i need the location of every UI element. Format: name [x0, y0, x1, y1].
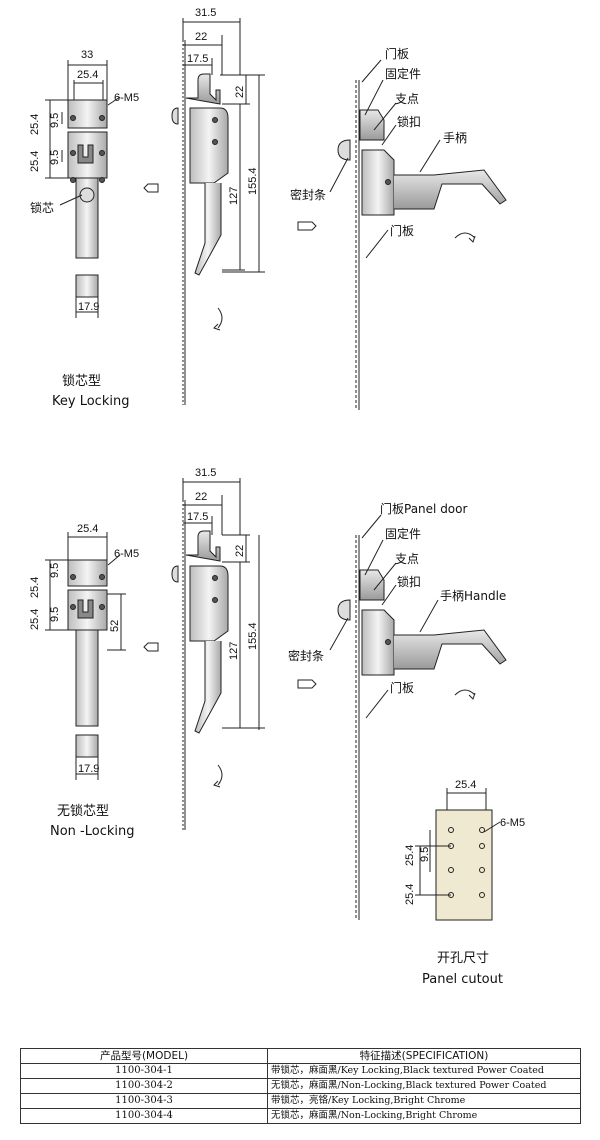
spec-cell: 带锁芯，亮铬/Key Locking,Bright Chrome [267, 1093, 581, 1109]
label-pivot-2: 支点 [395, 552, 419, 566]
table-row: 1100-304-2 无锁芯，麻面黑/Non-Locking,Black tex… [20, 1078, 581, 1094]
technical-drawing: 33 25.4 6-M5 25.4 25.4 9.5 9.5 锁芯 17.9 锁… [29, 7, 525, 987]
dim-25-4-v3: 25.4 [29, 577, 41, 598]
section-view-non-locking [297, 514, 507, 920]
dim-25-4-v1: 25.4 [29, 114, 41, 135]
dim-127-2: 127 [228, 642, 240, 660]
dim-22-vert-2: 22 [234, 545, 246, 557]
caption-key-en: Key Locking [52, 394, 129, 409]
dim-31-5-top: 31.5 [195, 7, 216, 19]
dim-22-top: 22 [195, 31, 207, 43]
header-model: 产品型号(MODEL) [20, 1048, 268, 1064]
label-door-panel-3: 门板 [390, 680, 414, 695]
dim-25-4-cut-v2: 25.4 [404, 884, 416, 905]
dim-22-vert: 22 [234, 86, 246, 98]
spec-cell: 无锁芯，麻面黑/Non-Locking,Bright Chrome [267, 1108, 581, 1124]
label-seal-2: 密封条 [288, 648, 324, 663]
caption-cutout-cn: 开孔尺寸 [437, 951, 489, 966]
table-row: 1100-304-1 带锁芯，麻面黑/Key Locking,Black tex… [20, 1063, 581, 1079]
dim-9-5-c: 9.5 [49, 563, 61, 578]
table-row: 1100-304-4 无锁芯，麻面黑/Non-Locking,Bright Ch… [20, 1108, 581, 1124]
model-cell: 1100-304-1 [20, 1063, 268, 1079]
spec-cell: 带锁芯，麻面黑/Key Locking,Black textured Power… [267, 1063, 581, 1079]
caption-cutout-en: Panel cutout [422, 972, 503, 987]
dim-9-5-d: 9.5 [49, 607, 61, 622]
section-view-key-locking [297, 59, 507, 410]
side-view-key-locking [171, 18, 265, 405]
dim-33: 33 [81, 49, 93, 61]
dim-31-5-top-2: 31.5 [195, 467, 216, 479]
dim-25-4-top: 25.4 [77, 69, 98, 81]
front-view-key-locking [45, 60, 159, 318]
caption-key-cn: 锁芯型 [62, 373, 101, 389]
label-handle-1: 手柄 [443, 131, 467, 145]
dim-6-m5-cutout: 6-M5 [500, 817, 525, 829]
model-cell: 1100-304-4 [20, 1108, 268, 1124]
label-latch-1: 锁扣 [397, 114, 421, 129]
dim-17-9-2: 17.9 [78, 763, 99, 775]
dim-9-5-b: 9.5 [49, 150, 61, 165]
label-fixing-1: 固定件 [385, 66, 421, 81]
label-door-panel-1: 门板 [385, 46, 409, 61]
caption-non-cn: 无锁芯型 [57, 803, 109, 819]
dim-6-m5-2: 6-M5 [114, 548, 139, 560]
spec-cell: 无锁芯，麻面黑/Non-Locking,Black textured Power… [267, 1078, 581, 1094]
dim-17-5-top: 17.5 [187, 53, 208, 65]
label-latch-2: 锁扣 [397, 574, 421, 589]
dim-17-9: 17.9 [78, 301, 99, 313]
table-header-row: 产品型号(MODEL) 特征描述(SPECIFICATION) [20, 1048, 581, 1064]
dim-17-5-top-2: 17.5 [187, 511, 208, 523]
model-cell: 1100-304-3 [20, 1093, 268, 1109]
dim-22-top-2: 22 [195, 491, 207, 503]
dim-25-4-v4: 25.4 [29, 609, 41, 630]
dim-52: 52 [109, 620, 121, 632]
model-cell: 1100-304-2 [20, 1078, 268, 1094]
label-door-panel-en: 门板Panel door [380, 501, 467, 516]
dim-155-4-2: 155.4 [247, 622, 259, 650]
table-row: 1100-304-3 带锁芯，亮铬/Key Locking,Bright Chr… [20, 1093, 581, 1109]
dim-9-5-cut: 9.5 [419, 847, 431, 862]
dim-9-5-a: 9.5 [49, 113, 61, 128]
dim-6-m5: 6-M5 [114, 92, 139, 104]
label-door-panel-2: 门板 [390, 223, 414, 238]
side-view-non-locking [171, 478, 265, 830]
front-view-non-locking [45, 532, 159, 780]
label-seal-1: 密封条 [290, 187, 326, 202]
panel-cutout [415, 788, 501, 921]
spec-table: 产品型号(MODEL) 特征描述(SPECIFICATION) 1100-304… [20, 1048, 581, 1124]
dim-25-4-cutout: 25.4 [455, 779, 476, 791]
dim-127: 127 [228, 187, 240, 205]
label-handle-en: 手柄Handle [440, 589, 506, 603]
label-fixing-2: 固定件 [385, 526, 421, 541]
dim-25-4-v2: 25.4 [29, 151, 41, 172]
dim-155-4: 155.4 [247, 167, 259, 195]
label-lock-core: 锁芯 [30, 200, 54, 215]
dim-25-4-top-2: 25.4 [77, 523, 98, 535]
header-spec: 特征描述(SPECIFICATION) [267, 1048, 581, 1064]
label-pivot-1: 支点 [395, 92, 419, 106]
dim-25-4-cut-v1: 25.4 [404, 845, 416, 866]
caption-non-en: Non -Locking [50, 824, 135, 839]
